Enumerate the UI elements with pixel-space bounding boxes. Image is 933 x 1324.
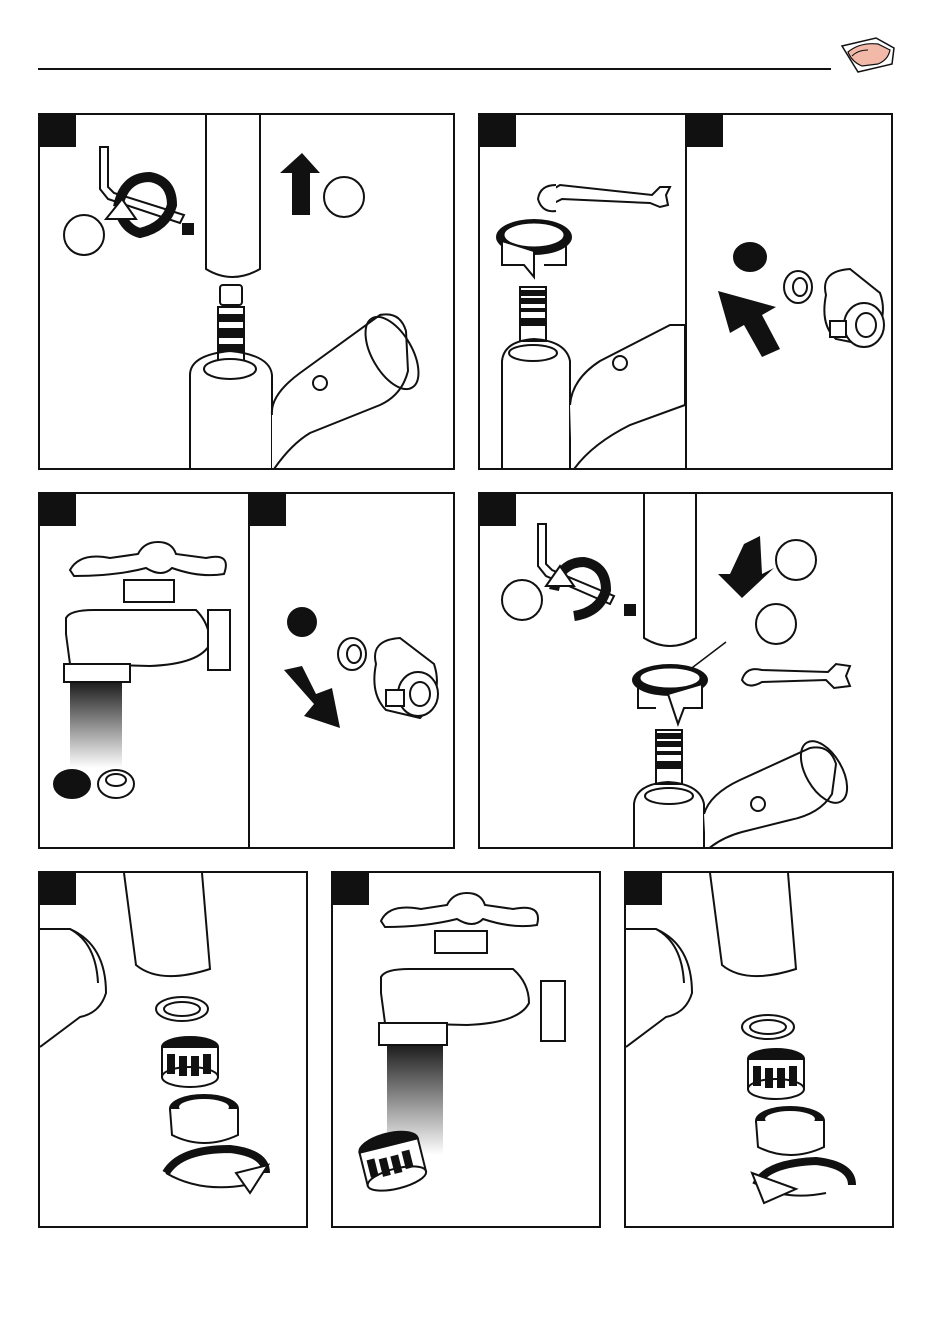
header-rule: [38, 68, 831, 70]
callout-circle: [502, 580, 542, 620]
step-panel-unscrew-aerator: [38, 871, 308, 1228]
outdoor-tap-icon: [379, 893, 565, 1045]
washer-icon: [742, 1015, 794, 1039]
cartridge-icon: [204, 285, 256, 379]
ring-icon: [338, 638, 366, 670]
ring-icon: [98, 770, 134, 798]
spout-icon: [206, 115, 260, 277]
cartridge-icon: [509, 287, 557, 361]
step-panel-reassemble: [478, 492, 893, 849]
handle-sleeve-icon: [374, 638, 438, 718]
hand-touch-icon: [838, 34, 898, 76]
rotate-arrow-icon: [632, 664, 708, 724]
water-stream-icon: [70, 682, 122, 768]
filter-screen-icon: [288, 608, 316, 636]
aerator-icon: [748, 1049, 804, 1099]
arrow-up-icon: [280, 153, 320, 215]
step-panel-rinse-filter: [38, 492, 455, 849]
aerator-icon: [162, 1037, 218, 1087]
rotate-arrow-icon: [496, 219, 572, 277]
wrench-icon: [742, 664, 850, 688]
arrow-diag-icon: [718, 291, 780, 357]
spout-icon: [644, 494, 696, 646]
step-panel-screw-on-aerator: [624, 871, 894, 1228]
ring-icon: [784, 271, 812, 303]
outdoor-tap-icon: [64, 542, 230, 682]
aerator-housing-icon: [170, 1095, 238, 1143]
set-screw-icon: [182, 223, 194, 235]
arrow-down-icon: [718, 536, 774, 598]
rotate-arrow-icon: [752, 1161, 852, 1203]
callout-circle: [776, 540, 816, 580]
handle-sleeve-icon: [824, 269, 884, 347]
cartridge-icon: [645, 730, 693, 804]
washer-icon: [156, 997, 208, 1021]
aerator-icon: [357, 1127, 429, 1196]
rotate-arrow-icon: [166, 1149, 268, 1193]
aerator-housing-icon: [756, 1107, 824, 1155]
filter-screen-icon: [54, 770, 90, 798]
callout-circle: [324, 177, 364, 217]
callout-circle: [64, 215, 104, 255]
step-panel-remove-handle-screw: [38, 113, 455, 470]
set-screw-icon: [624, 604, 636, 616]
step-panel-rinse-aerator: [331, 871, 601, 1228]
filter-screen-icon: [734, 243, 766, 271]
wrench-icon: [538, 185, 670, 211]
callout-circle: [756, 604, 796, 644]
step-panel-loosen-cartridge: [478, 113, 893, 470]
arrow-diag-icon: [284, 666, 340, 728]
